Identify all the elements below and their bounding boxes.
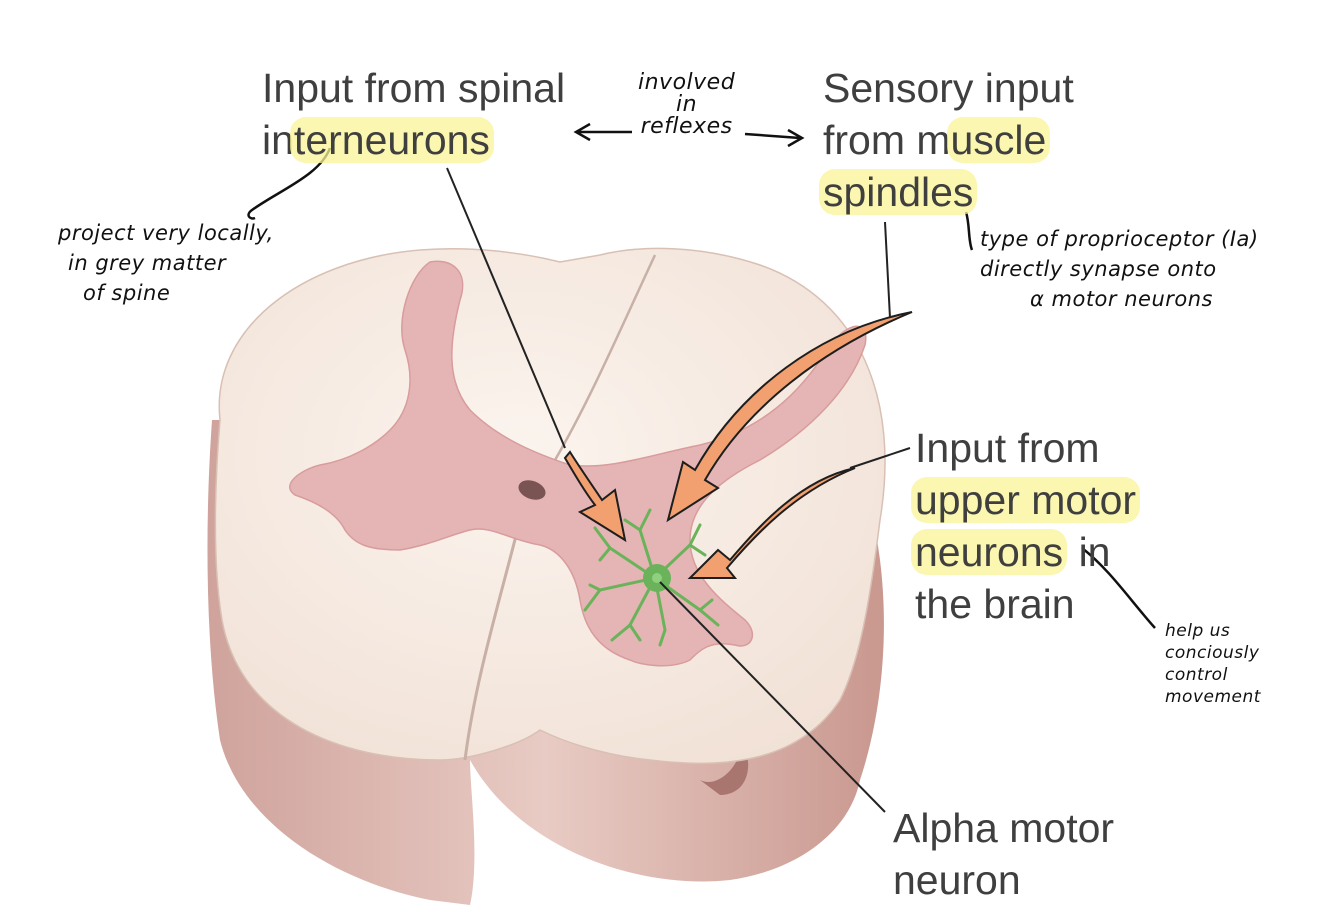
label-upper-line1: Input from <box>915 425 1100 471</box>
note-project-locally: project very locally, in grey matter of … <box>58 218 274 308</box>
note-spindle-line3: α motor neurons <box>1030 287 1213 311</box>
note-reflexes-line1: involved <box>638 70 736 95</box>
note-proprioceptor: type of proprioceptor (Ia) directly syna… <box>980 224 1259 314</box>
label-spindles-line1: Sensory input <box>823 65 1074 111</box>
reflex-arrow-left <box>573 122 632 142</box>
central-canal <box>518 480 546 500</box>
label-alpha-motor-neuron: Alpha motor neuron <box>893 802 1114 906</box>
ventral-fissure-notch <box>700 740 749 795</box>
label-input-upper-motor-neurons: Input from upper motor neurons in the br… <box>911 422 1141 630</box>
arrow-muscle-spindles <box>666 311 913 523</box>
label-upper-line3: neurons in <box>911 526 1140 578</box>
label-interneurons-line2: interneurons <box>262 114 565 166</box>
label-upper-line2: upper motor <box>911 474 1141 526</box>
leader-upper-motor <box>849 447 911 469</box>
alpha-motor-neuron <box>583 508 720 647</box>
label-interneurons-prefix: in <box>262 117 294 163</box>
label-spindles-line3: spindles <box>819 166 1074 218</box>
note-reflexes-line2: in <box>676 92 698 117</box>
note-interneuron-line1: project very locally, <box>58 221 274 245</box>
note-link-interneurons <box>247 147 332 220</box>
ventral-fissure <box>463 519 522 761</box>
dorsal-septum <box>553 254 657 461</box>
label-interneurons-highlight: terneurons <box>289 117 494 163</box>
label-alpha-line1: Alpha motor <box>893 805 1115 851</box>
note-interneuron-line2: in grey matter <box>68 251 227 275</box>
label-spindles-highlight-spindles: spindles <box>819 169 978 215</box>
label-upper-suffix: in <box>1067 529 1111 575</box>
leader-alpha-motor <box>659 581 886 813</box>
note-upper-line4: movement <box>1165 687 1261 707</box>
label-interneurons-line1: Input from spinal <box>262 65 566 111</box>
label-spindles-line2: from muscle <box>823 114 1074 166</box>
label-upper-line4: the brain <box>915 581 1075 627</box>
note-link-upper-motor <box>1081 547 1156 629</box>
note-spindle-line1: type of proprioceptor (Ia) <box>980 227 1259 251</box>
note-upper-line3: control <box>1165 665 1228 685</box>
label-input-interneurons: Input from spinal interneurons <box>262 62 565 166</box>
grey-matter <box>289 260 867 667</box>
note-conscious-control: help us conciously control movement <box>1165 620 1261 708</box>
arrow-interneurons <box>563 450 627 543</box>
note-link-spindles <box>964 211 974 251</box>
arrow-upper-motor-neurons <box>687 467 856 579</box>
note-spindle-line2: directly synapse onto <box>980 257 1217 281</box>
label-spindles-highlight-muscle: uscle <box>946 117 1051 163</box>
note-interneuron-line3: of spine <box>83 281 171 305</box>
label-spindles-prefix: from m <box>823 117 951 163</box>
note-upper-line2: conciously <box>1165 643 1260 663</box>
note-involved-in-reflexes: involved in reflexes <box>638 72 735 138</box>
label-sensory-input-muscle-spindles: Sensory input from muscle spindles <box>819 62 1074 218</box>
leader-interneurons <box>446 167 566 449</box>
label-upper-highlight-neurons: neurons <box>911 529 1068 575</box>
note-upper-line1: help us <box>1165 621 1231 641</box>
reflex-arrow-right <box>744 128 805 148</box>
note-reflexes-line3: reflexes <box>640 114 733 139</box>
alpha-motor-neuron-nucleus <box>652 573 662 583</box>
label-upper-highlight: upper motor <box>911 477 1141 523</box>
label-alpha-line2: neuron <box>893 857 1021 903</box>
leader-muscle-spindles <box>884 221 891 319</box>
